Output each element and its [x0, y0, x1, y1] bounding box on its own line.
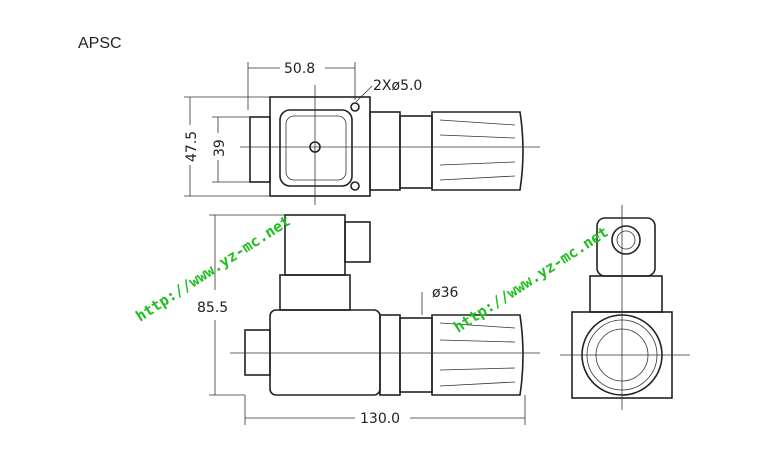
end-view	[560, 205, 690, 410]
watermark-right: http://www.yz-mc.net	[450, 223, 611, 336]
dim-diameter-36: ø36	[432, 285, 458, 301]
dim-85-5: 85.5	[197, 300, 228, 316]
model-title: APSC	[78, 35, 122, 52]
dim-holes: 2Xø5.0	[373, 78, 422, 94]
dim-50-8: 50.8	[284, 61, 315, 77]
watermarks: http://www.yz-mc.net http://www.yz-mc.ne…	[132, 212, 611, 336]
dim-130: 130.0	[360, 411, 400, 427]
side-view: 85.5 ø36 130.0	[197, 214, 540, 427]
top-view: 50.8 2Xø5.0 47.5 39	[184, 61, 540, 205]
dim-47-5: 47.5	[184, 131, 200, 162]
dim-39: 39	[212, 139, 228, 157]
